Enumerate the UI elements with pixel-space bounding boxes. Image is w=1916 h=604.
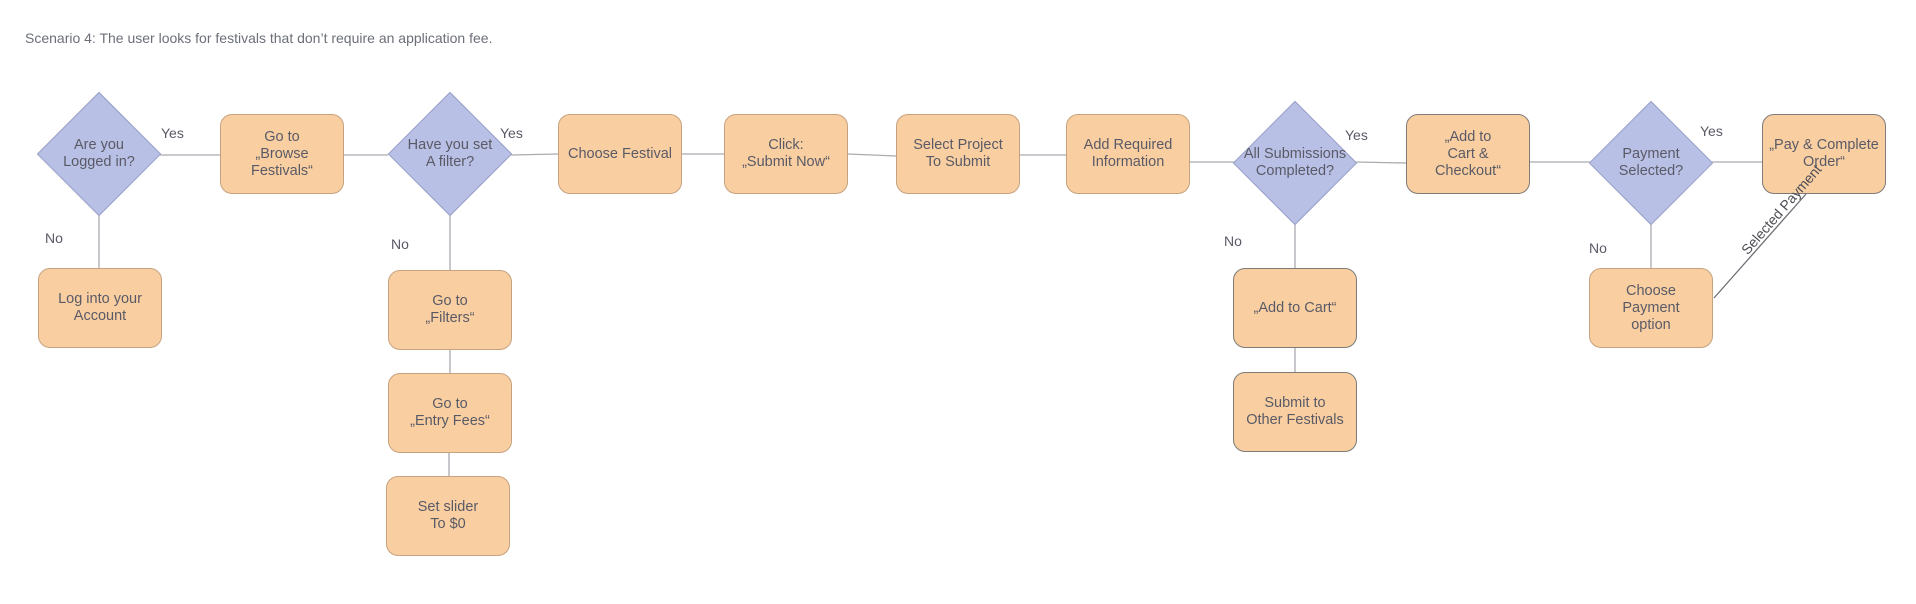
node-choose-payment: Choose Payment option xyxy=(1589,268,1713,348)
node-other-festivals: Submit to Other Festivals xyxy=(1233,372,1357,452)
node-entry-fees: Go to „Entry Fees“ xyxy=(388,373,512,453)
edge-selected-payment xyxy=(1713,193,1807,299)
node-browse-festivals: Go to „Browse Festivals“ xyxy=(220,114,344,194)
decision-logged-in: Are you Logged in? xyxy=(36,91,162,217)
node-add-to-cart: „Add to Cart“ xyxy=(1233,268,1357,348)
label-yes: Yes xyxy=(1700,123,1723,139)
node-choose-festival: Choose Festival xyxy=(558,114,682,194)
node-goto-filters: Go to „Filters“ xyxy=(388,270,512,350)
label-no: No xyxy=(45,230,63,246)
node-set-slider: Set slider To $0 xyxy=(386,476,510,556)
node-submit-now: Click: „Submit Now“ xyxy=(724,114,848,194)
edge xyxy=(1355,161,1407,164)
node-cart-checkout: „Add to Cart & Checkout“ xyxy=(1406,114,1530,194)
decision-filter-set: Have you set A filter? xyxy=(387,91,513,217)
node-add-info: Add Required Information xyxy=(1066,114,1190,194)
node-log-into-account: Log into your Account xyxy=(38,268,162,348)
label-no: No xyxy=(391,236,409,252)
edge xyxy=(847,153,897,157)
label-yes: Yes xyxy=(1345,127,1368,143)
node-select-project: Select Project To Submit xyxy=(896,114,1020,194)
edge xyxy=(509,153,559,156)
decision-all-completed: All Submissions Completed? xyxy=(1232,100,1358,226)
label-no: No xyxy=(1589,240,1607,256)
label-yes: Yes xyxy=(500,125,523,141)
label-yes: Yes xyxy=(161,125,184,141)
decision-payment-selected: Payment Selected? xyxy=(1588,100,1714,226)
node-pay-complete: „Pay & Complete Order“ xyxy=(1762,114,1886,194)
label-no: No xyxy=(1224,233,1242,249)
diagram-title: Scenario 4: The user looks for festivals… xyxy=(25,30,493,46)
